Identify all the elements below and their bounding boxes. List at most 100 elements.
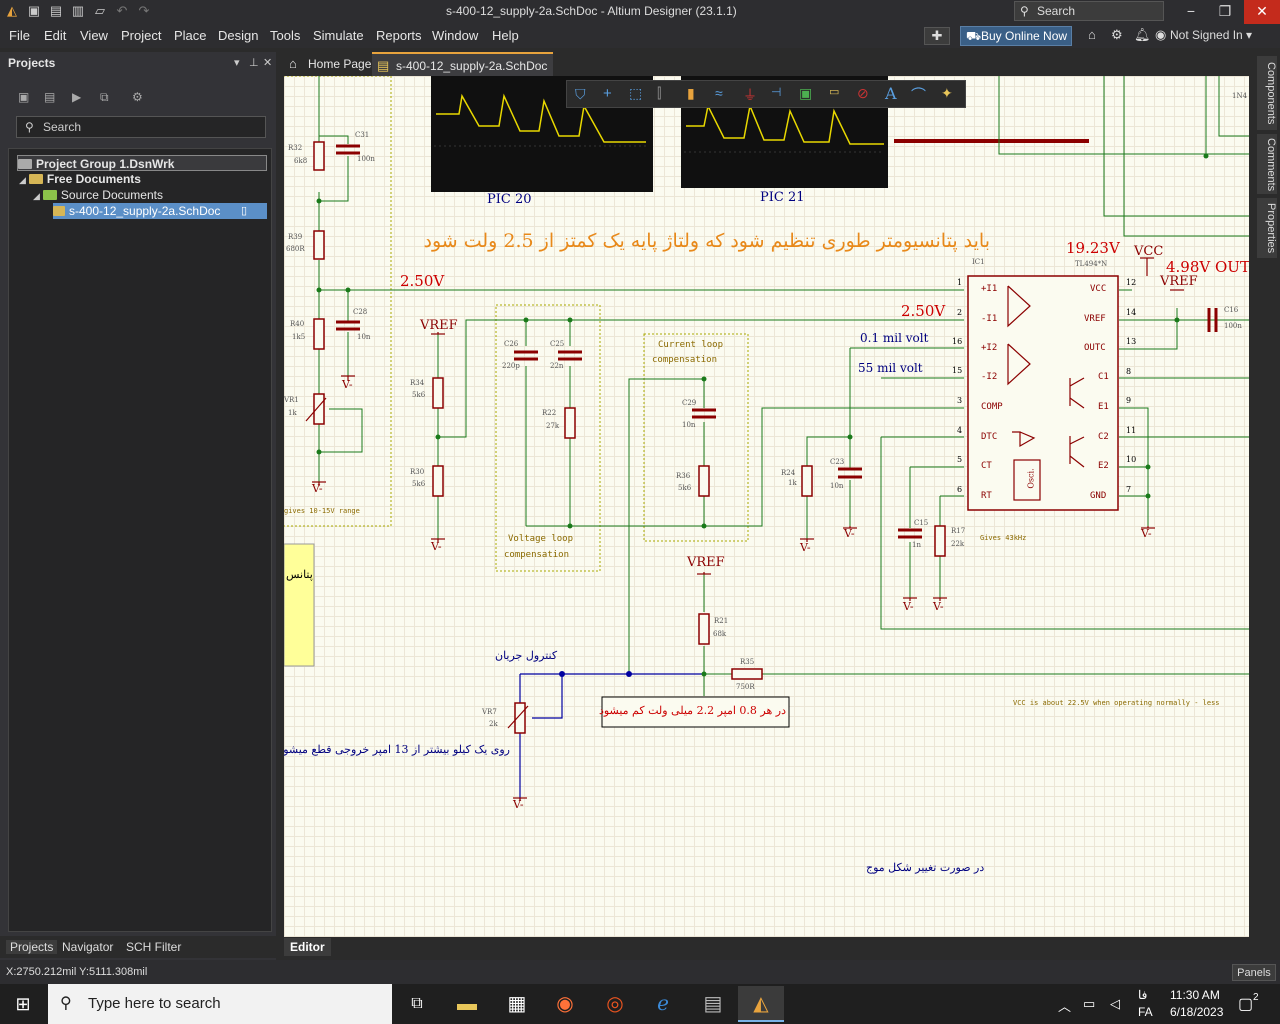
expand-icon[interactable]: ◢ <box>19 175 26 185</box>
notifications-icon[interactable]: 🔔︎ <box>1134 27 1151 42</box>
menu-view[interactable]: View <box>80 28 108 43</box>
taskbar-search-input[interactable]: ⚲ Type here to search <box>48 984 392 1024</box>
component-ref: VR7 <box>482 708 497 716</box>
save-copy-icon[interactable]: ▥ <box>71 3 85 18</box>
volume-icon[interactable]: ◁ <box>1110 996 1120 1011</box>
active-bar: ⛉ + ⬚ ⫿ ▮ ≈ ⏚ ⊣ ▣ ▭ ⊘ A ⌒ ✦ <box>566 80 966 108</box>
media-player-icon[interactable]: ▦ <box>507 993 527 1015</box>
directive-icon[interactable]: ▭ <box>829 86 840 98</box>
junction-dots <box>316 153 1209 677</box>
menu-reports[interactable]: Reports <box>376 28 422 43</box>
redo-icon[interactable]: ↷ <box>138 3 150 18</box>
sheet-symbol-icon[interactable]: ▣ <box>799 85 813 101</box>
language-indicator[interactable]: فا <box>1138 988 1148 1002</box>
tree-item-project-group[interactable]: Project Group 1.DsnWrk <box>17 155 267 171</box>
ic1-ref: IC1 <box>972 258 985 266</box>
ic-pin-label: VCC <box>1090 284 1107 294</box>
network-icon[interactable]: ▭ <box>1083 996 1096 1011</box>
save-icon[interactable]: ▣ <box>27 3 41 18</box>
text-icon[interactable]: A <box>885 84 897 103</box>
comment-icon[interactable]: ✚ <box>924 27 950 45</box>
projects-search-input[interactable]: ⚲ Search <box>16 116 266 138</box>
tab-navigator[interactable]: Navigator <box>62 940 114 954</box>
clock-time[interactable]: 11:30 AM <box>1170 988 1220 1002</box>
tab-components[interactable]: Components <box>1257 56 1277 130</box>
signin-status[interactable]: Not Signed In ▾ <box>1170 28 1253 42</box>
altium-taskbar-icon[interactable]: ◭ <box>738 986 784 1022</box>
menu-window[interactable]: Window <box>432 28 479 43</box>
menu-design[interactable]: Design <box>218 28 259 43</box>
save-all-icon[interactable]: ▤ <box>49 3 63 18</box>
home-icon[interactable]: ⌂ <box>1088 27 1096 42</box>
harness-icon[interactable]: ✦ <box>941 85 953 101</box>
part-icon[interactable]: ▮ <box>687 85 695 101</box>
panel-settings-icon[interactable]: ⚙ <box>132 90 143 104</box>
language-code[interactable]: FA <box>1138 1005 1153 1019</box>
tab-schdoc[interactable]: ▤ s-400-12_supply-2a.SchDoc <box>372 52 554 76</box>
component-ref: C28 <box>353 308 368 316</box>
tree-item-free-documents[interactable]: ◢Free Documents <box>19 172 141 186</box>
panel-menu-icon[interactable]: ▾ <box>234 57 240 69</box>
cross-select-icon[interactable]: + <box>603 85 612 102</box>
ubuntu-icon[interactable]: ◎ <box>606 993 624 1015</box>
component-value: 220p <box>502 362 520 370</box>
menu-project[interactable]: Project <box>121 28 162 43</box>
buy-online-button[interactable]: ⛟ Buy Online Now <box>960 26 1072 46</box>
menu-place[interactable]: Place <box>174 28 207 43</box>
pin-icon[interactable]: ⊥ <box>249 57 259 69</box>
component-value: 750R <box>736 683 755 691</box>
filter-icon[interactable]: ⛉ <box>575 86 586 102</box>
firefox-icon[interactable]: ◉ <box>556 993 574 1015</box>
wire-icon[interactable]: ≈ <box>715 85 723 101</box>
gear-icon[interactable]: ⚙ <box>1111 27 1123 42</box>
voltage-loop-label: compensation <box>504 550 570 560</box>
component-ref: C25 <box>550 340 565 348</box>
close-button[interactable]: ✕ <box>1244 0 1280 24</box>
vcs-icon[interactable]: ⧉ <box>100 90 109 104</box>
no-erc-icon[interactable]: ⊘ <box>857 85 869 101</box>
menu-edit[interactable]: Edit <box>44 28 67 43</box>
notification-center-icon[interactable]: ▢ <box>1238 996 1254 1013</box>
tree-item-source-documents[interactable]: ◢Source Documents <box>33 188 163 202</box>
undo-icon[interactable]: ↶ <box>116 3 128 18</box>
save-all-projects-icon[interactable]: ▤ <box>44 90 56 104</box>
file-explorer-icon[interactable]: ▬ <box>457 993 477 1015</box>
editor-tab[interactable]: Editor <box>284 938 331 956</box>
tab-comments[interactable]: Comments <box>1257 134 1277 194</box>
arc-icon[interactable]: ⌒ <box>911 87 927 104</box>
power-port-icon[interactable]: ⏚ <box>743 87 757 103</box>
component-value: 100n <box>357 155 375 163</box>
user-icon[interactable]: ◉ <box>1155 27 1167 42</box>
align-icon[interactable]: ⫿ <box>657 85 662 101</box>
calculator-icon[interactable]: ▤ <box>703 993 723 1015</box>
tab-projects[interactable]: Projects <box>6 940 58 954</box>
task-view-icon[interactable]: ⧉ <box>411 995 423 1012</box>
menu-tools[interactable]: Tools <box>270 28 301 43</box>
tab-properties[interactable]: Properties <box>1257 198 1277 258</box>
expand-icon[interactable]: ◢ <box>33 191 40 201</box>
minimize-button[interactable]: − <box>1186 3 1196 19</box>
projects-bottom-tabs: Projects Navigator SCH Filter <box>0 936 276 958</box>
tab-home-page[interactable]: ⌂ Home Page <box>289 56 372 71</box>
save-project-icon[interactable]: ▣ <box>18 90 30 104</box>
clock-date[interactable]: 6/18/2023 <box>1170 1005 1224 1019</box>
schematic-canvas[interactable]: PIC 20 PIC 21 باید پتانسیومتر طوری تنظیم… <box>284 76 1249 937</box>
windows-start-icon[interactable]: ⊞ <box>15 994 31 1014</box>
menu-help[interactable]: Help <box>492 28 519 43</box>
open-folder-icon[interactable]: ▱ <box>95 3 105 18</box>
tab-sch-filter[interactable]: SCH Filter <box>126 940 182 954</box>
internet-explorer-icon[interactable]: ℯ <box>657 993 669 1015</box>
panels-button[interactable]: Panels <box>1232 964 1276 981</box>
menu-file[interactable]: File <box>9 28 30 43</box>
menu-simulate[interactable]: Simulate <box>313 28 364 43</box>
tree-item-schdoc[interactable]: s-400-12_supply-2a.SchDoc ▯ <box>53 203 267 219</box>
component-value: 100n <box>1224 322 1242 330</box>
component-ref: R21 <box>714 617 729 625</box>
select-rect-icon[interactable]: ⬚ <box>629 85 643 101</box>
panel-close-icon[interactable]: ✕ <box>263 57 273 69</box>
compile-icon[interactable]: ▶ <box>72 90 82 104</box>
tray-arrow-icon[interactable]: ︿ <box>1058 999 1072 1014</box>
title-search-input[interactable]: ⚲ Search <box>1014 1 1164 21</box>
net-label-icon[interactable]: ⊣ <box>771 85 782 99</box>
maximize-button[interactable]: ❐ <box>1218 3 1232 19</box>
